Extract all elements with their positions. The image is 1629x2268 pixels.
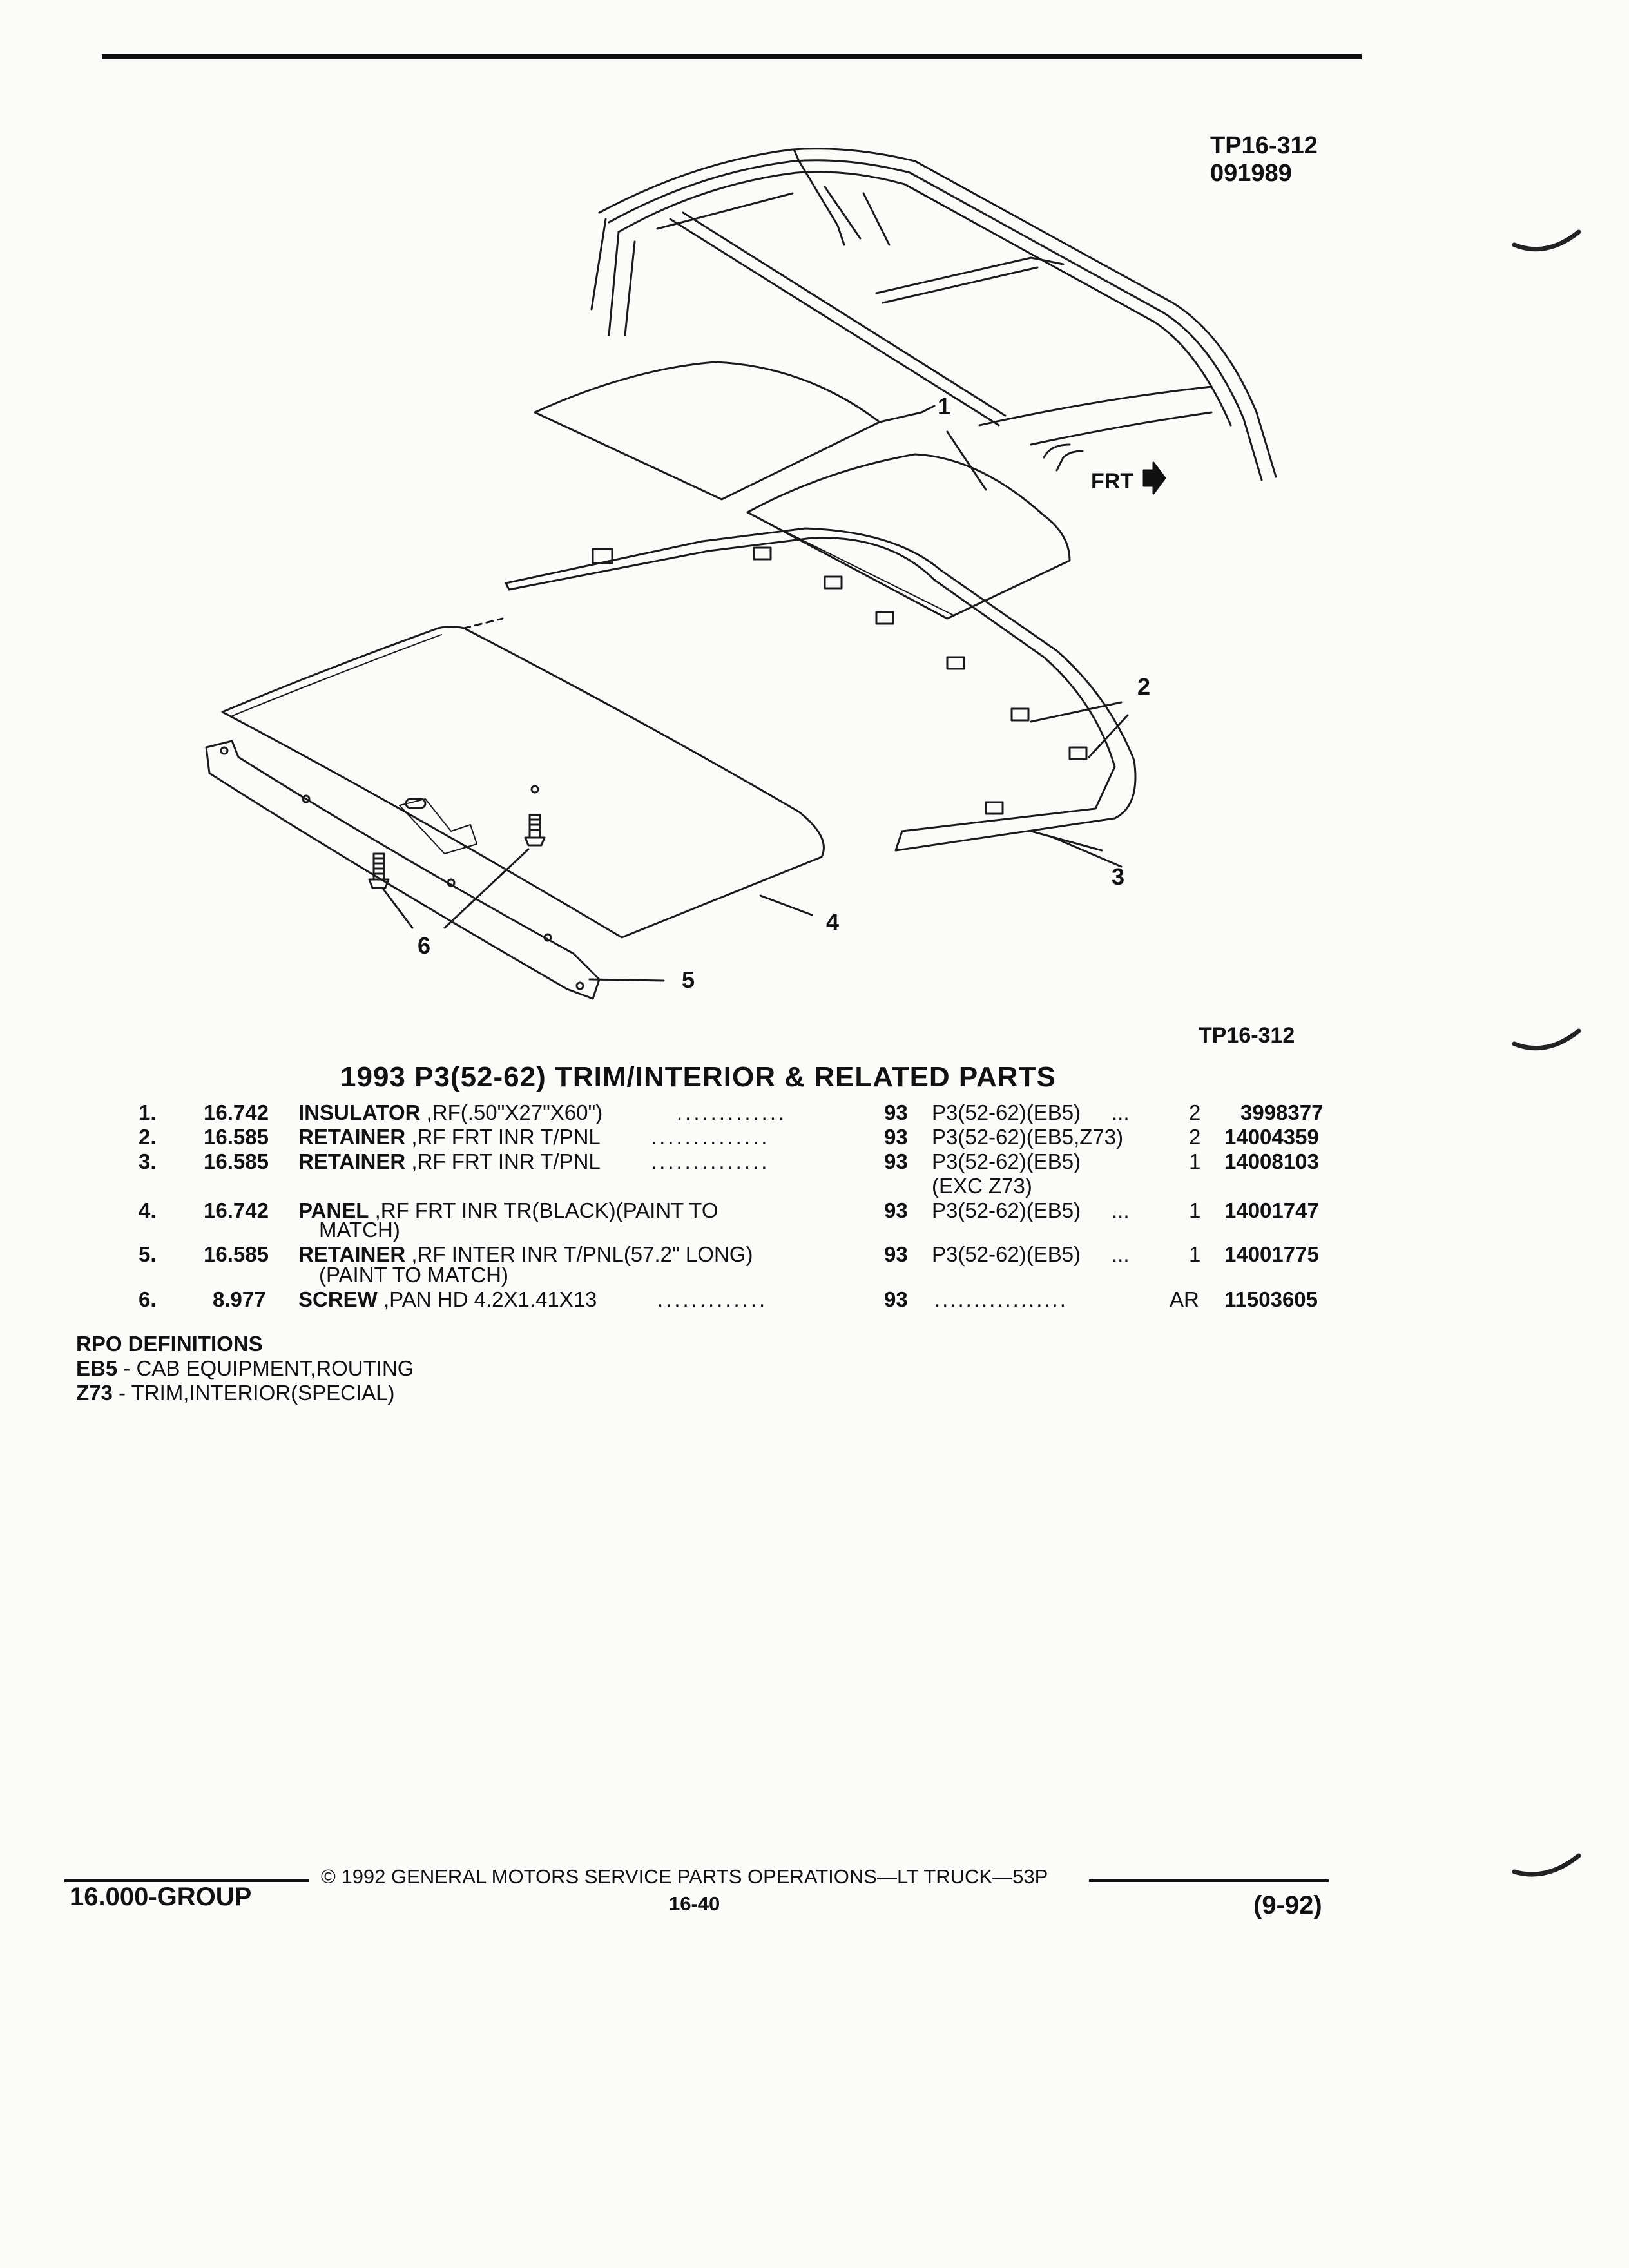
table-row: 5. 16.585 RETAINER ,RF INTER INR T/PNL(5…: [139, 1242, 1319, 1266]
rpo-item: EB5 - CAB EQUIPMENT,ROUTING: [76, 1356, 414, 1380]
table-row: 3. 16.585 RETAINER ,RF FRT INR T/PNL ...…: [139, 1149, 1319, 1173]
callout-2: 2: [1137, 673, 1151, 700]
callout-4: 4: [826, 908, 840, 935]
parts-diagram: [205, 148, 1277, 1000]
retainer-frame-part-3: [505, 527, 1137, 852]
front-arrow-icon: [1142, 461, 1166, 495]
footer-rule-right: [1089, 1879, 1329, 1882]
front-direction-label: FRT: [1091, 469, 1134, 494]
table-row: 1. 16.742 INSULATOR ,RF(.50"X27"X60") ..…: [139, 1100, 1324, 1124]
cab-roof-illustration: [590, 148, 1277, 481]
insulator-part-1: [534, 361, 1071, 620]
rpo-item: Z73 - TRIM,INTERIOR(SPECIAL): [76, 1381, 395, 1405]
table-title: 1993 P3(52-62) TRIM/INTERIOR & RELATED P…: [340, 1061, 1056, 1093]
top-rule: [102, 54, 1362, 59]
rpo-heading: RPO DEFINITIONS: [76, 1332, 263, 1356]
table-row: 4. 16.742 PANEL ,RF FRT INR TR(BLACK)(PA…: [139, 1198, 1319, 1222]
footer-date: (9-92): [1253, 1891, 1322, 1919]
diagram-ref-code: TP16-312: [1199, 1023, 1295, 1048]
footer-group: 16.000-GROUP: [70, 1883, 252, 1911]
description-continuation: (PAINT TO MATCH): [319, 1263, 508, 1287]
table-row: 2. 16.585 RETAINER ,RF FRT INR T/PNL ...…: [139, 1125, 1319, 1149]
inter-retainer-part-5: [205, 740, 601, 1000]
callout-1: 1: [938, 393, 951, 419]
callout-3: 3: [1112, 863, 1125, 890]
callout-5: 5: [682, 966, 695, 993]
footer-rule-left: [64, 1879, 309, 1882]
footer-copyright: © 1992 GENERAL MOTORS SERVICE PARTS OPER…: [321, 1865, 1048, 1888]
description-continuation: MATCH): [319, 1218, 400, 1242]
header-code: TP16-312: [1210, 132, 1318, 159]
footer-page-number: 16-40: [669, 1892, 720, 1915]
callout-6: 6: [418, 932, 431, 959]
model-continuation: (EXC Z73): [932, 1174, 1032, 1198]
binder-marks: [1512, 229, 1581, 1877]
headliner-panel-part-4: [221, 617, 825, 939]
header-date: 091989: [1210, 160, 1292, 187]
screw-part-6: [368, 785, 546, 889]
table-row: 6. 8.977 SCREW ,PAN HD 4.2X1.41X13 .....…: [139, 1287, 1318, 1311]
